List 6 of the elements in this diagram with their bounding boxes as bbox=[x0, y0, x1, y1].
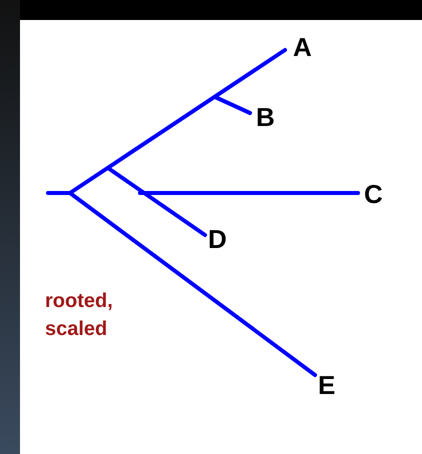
leaf-label: A bbox=[293, 34, 312, 60]
leaf-label: B bbox=[256, 104, 275, 130]
leaf-label: E bbox=[318, 372, 336, 398]
leaf-label: D bbox=[208, 226, 227, 252]
tree-type-note: rooted, scaled bbox=[45, 289, 114, 342]
leaf-label: C bbox=[364, 181, 383, 207]
